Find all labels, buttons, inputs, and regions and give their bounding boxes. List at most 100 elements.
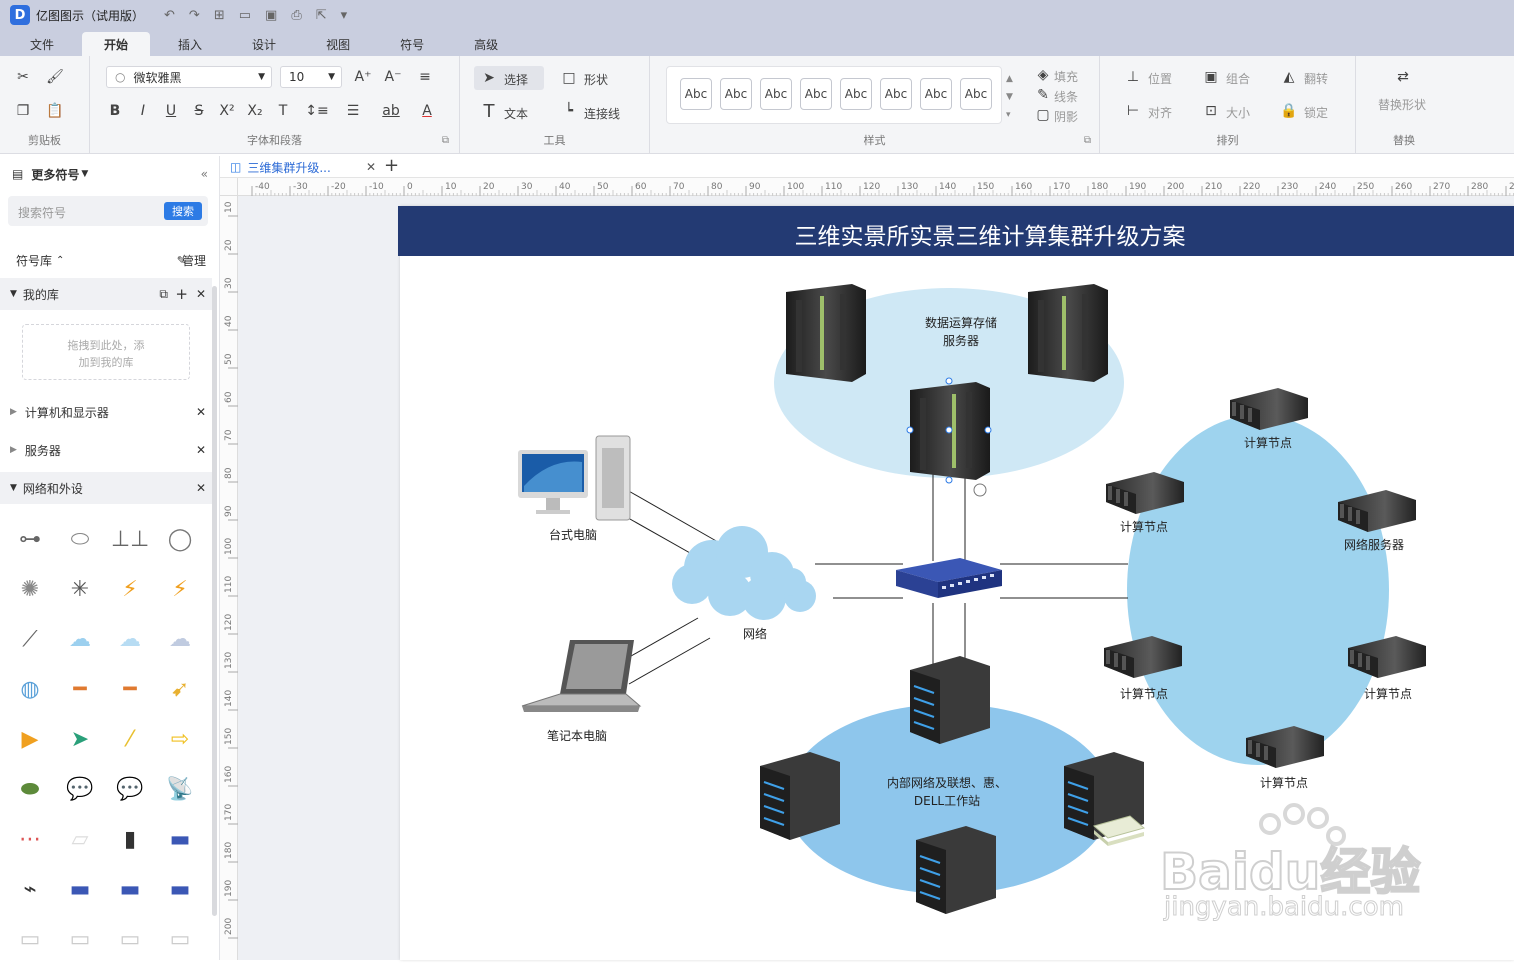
shadow-label[interactable]: 阴影	[1054, 110, 1079, 124]
menu-tab[interactable]: 视图	[326, 37, 351, 52]
symbol-item-icon[interactable]: ⊶	[19, 526, 41, 552]
subscript-icon[interactable]: X₂	[247, 103, 263, 119]
search-button[interactable]: 搜索	[164, 202, 202, 220]
close-icon[interactable]: ✕	[195, 405, 206, 419]
symbol-item-icon[interactable]: ⁄	[128, 726, 132, 752]
symbol-item-icon[interactable]: ◍	[20, 676, 40, 702]
symbol-search-field[interactable]: 搜索符号 搜索	[8, 196, 208, 226]
italic-icon[interactable]: I	[140, 103, 146, 119]
open-folder-icon[interactable]: ▭	[238, 7, 252, 23]
symbol-item-icon[interactable]: ⚡	[122, 576, 138, 602]
style-preset-button[interactable]: Abc	[840, 78, 872, 110]
symbol-item-icon[interactable]: ▭	[119, 926, 141, 952]
position-label[interactable]: 位置	[1148, 72, 1173, 86]
menu-tab[interactable]: 符号	[400, 37, 425, 52]
symbol-item-icon[interactable]: ☁	[169, 626, 191, 652]
lan-ellipse[interactable]	[786, 704, 1112, 894]
compute-node-icon[interactable]	[1104, 636, 1182, 678]
close-icon[interactable]: ✕	[195, 287, 206, 301]
rectangle-icon[interactable]: □	[562, 70, 576, 86]
category-servers[interactable]: ▶ 服务器 ✕	[0, 440, 212, 460]
font-name-select[interactable]: ○ 微软雅黑 ▼	[106, 66, 272, 88]
symbol-item-icon[interactable]: ▱	[71, 826, 89, 852]
compute-node-icon[interactable]	[1230, 388, 1308, 430]
align-left-icon[interactable]: ⊢	[1126, 103, 1140, 119]
group-label[interactable]: 组合	[1226, 72, 1251, 86]
align-label[interactable]: 对齐	[1148, 106, 1173, 120]
export-library-icon[interactable]: ⧉	[159, 286, 168, 301]
network-switch-icon[interactable]	[896, 558, 1002, 598]
shadow-icon[interactable]: ▢	[1036, 107, 1050, 123]
my-library-section[interactable]: ▼ 我的库 ⧉ + ✕	[0, 278, 212, 310]
symbol-item-icon[interactable]: 📡	[166, 776, 194, 802]
symbol-item-icon[interactable]: ✳	[70, 576, 90, 602]
gallery-scroll-icon[interactable]: ▲▼▾	[1006, 74, 1013, 120]
symbol-item-icon[interactable]: 💬	[66, 776, 94, 802]
text-label[interactable]: 文本	[504, 107, 529, 121]
lock-icon[interactable]: 🔒	[1280, 103, 1298, 119]
category-network-peripherals[interactable]: ▼ 网络和外设 ✕	[0, 472, 212, 504]
dropdown-icon[interactable]: ▾	[340, 7, 348, 23]
symbol-item-icon[interactable]: ▶	[21, 726, 39, 752]
document-tab[interactable]: ◫ 三维集群升级... ✕	[230, 156, 376, 178]
diagram-title-banner[interactable]	[398, 206, 1514, 256]
select-tool-button[interactable]	[474, 66, 544, 90]
menu-tab[interactable]: 文件	[30, 37, 55, 52]
symbol-item-icon[interactable]: ━	[123, 676, 137, 702]
dialog-launcher-icon[interactable]: ⧉	[441, 135, 449, 146]
connector-label[interactable]: 连接线	[584, 107, 621, 121]
style-preset-button[interactable]: Abc	[800, 78, 832, 110]
size-icon[interactable]: ⊡	[1205, 103, 1217, 119]
drawing-page[interactable]: 三维实景所实景三维计算集群升级方案 数据运算存储 服务器 台式电脑 笔记本电脑 …	[398, 206, 1514, 960]
symbol-item-icon[interactable]: ⚡	[172, 576, 188, 602]
save-icon[interactable]: ▣	[265, 7, 278, 23]
money-stack-icon[interactable]	[1092, 815, 1146, 846]
tower-server-icon[interactable]	[910, 656, 990, 744]
export-icon[interactable]: ⇱	[315, 7, 327, 23]
redo-icon[interactable]: ↷	[188, 7, 200, 23]
flip-label[interactable]: 翻转	[1304, 72, 1329, 86]
close-icon[interactable]: ✕	[365, 160, 376, 174]
storage-rack-left[interactable]	[786, 284, 866, 382]
style-preset-button[interactable]: Abc	[720, 78, 752, 110]
text-format-icon[interactable]: T	[278, 103, 288, 119]
category-computers[interactable]: ▶ 计算机和显示器 ✕	[0, 402, 212, 422]
bold-icon[interactable]: B	[109, 103, 121, 119]
text-highlight-icon[interactable]: ab	[382, 103, 400, 119]
sidebar-scrollbar[interactable]	[212, 286, 217, 916]
manage-icon[interactable]: ✎	[176, 253, 186, 267]
underline-icon[interactable]: U	[165, 103, 177, 119]
new-file-icon[interactable]: ⊞	[213, 7, 225, 23]
flip-icon[interactable]: ◭	[1283, 69, 1295, 85]
symbol-item-icon[interactable]: ▭	[169, 926, 191, 952]
format-painter-icon[interactable]: 🖌	[46, 69, 64, 85]
grow-font-icon[interactable]: A⁺	[354, 69, 372, 85]
dialog-launcher-icon[interactable]: ⧉	[1083, 135, 1091, 146]
symbol-library-header[interactable]: 符号库 ⌃ ✎ 管理	[0, 250, 212, 270]
undo-icon[interactable]: ↶	[164, 7, 175, 23]
symbol-item-icon[interactable]: ⬭	[70, 526, 90, 552]
symbol-item-icon[interactable]: ▬	[69, 876, 91, 902]
tower-server-icon[interactable]	[916, 826, 996, 914]
line-label[interactable]: 线条	[1054, 90, 1079, 104]
print-icon[interactable]: ⎙	[291, 7, 302, 23]
shrink-font-icon[interactable]: A⁻	[384, 69, 402, 85]
style-preset-button[interactable]: Abc	[880, 78, 912, 110]
symbol-item-icon[interactable]: ☁	[119, 626, 141, 652]
compute-node-icon[interactable]	[1338, 490, 1416, 532]
collapse-panel-icon[interactable]: «	[200, 167, 208, 181]
close-icon[interactable]: ✕	[195, 443, 206, 457]
style-preset-button[interactable]: Abc	[920, 78, 952, 110]
menu-tab[interactable]: 开始	[82, 32, 151, 56]
fill-label[interactable]: 填充	[1054, 70, 1079, 84]
strikethrough-icon[interactable]: S	[194, 103, 204, 119]
symbol-item-icon[interactable]: ━	[73, 676, 87, 702]
cut-icon[interactable]: ✂	[17, 69, 29, 85]
copy-icon[interactable]: ❐	[16, 103, 30, 119]
symbol-item-icon[interactable]: ▭	[19, 926, 41, 952]
add-icon[interactable]: +	[175, 285, 188, 303]
symbol-item-icon[interactable]: ▮	[123, 826, 137, 852]
symbol-item-icon[interactable]: ➹	[170, 676, 190, 702]
storage-rack-center-selected[interactable]	[906, 377, 992, 497]
symbol-item-icon[interactable]: ⟋	[22, 626, 38, 652]
